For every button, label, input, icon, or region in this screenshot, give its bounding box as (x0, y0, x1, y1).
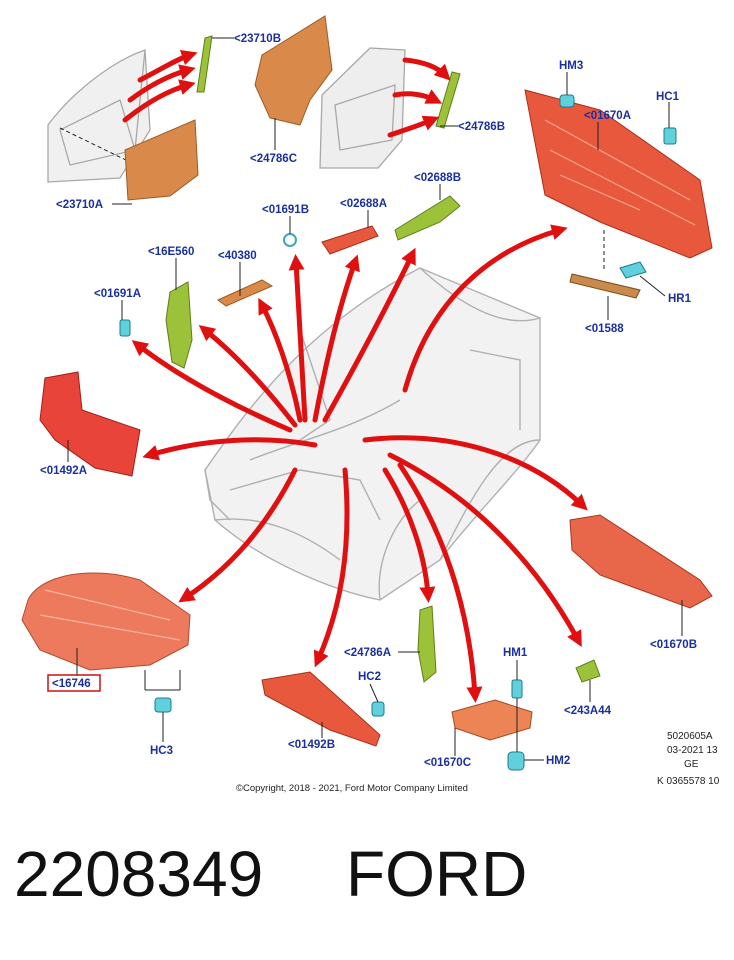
seal-24786b (435, 71, 461, 129)
clip-hc3 (154, 697, 172, 713)
label-hm2: HM2 (546, 755, 570, 767)
clip-hm2 (507, 751, 525, 771)
meta-ref: K 0365578 10 (657, 776, 720, 787)
insulator-01588 (569, 273, 641, 299)
leader-lines (67, 37, 683, 761)
arrow-to-23710b-3 (122, 79, 196, 123)
arrow-to-16746 (178, 467, 298, 603)
insulator-16746 (21, 572, 191, 671)
label-02688b: <02688B (414, 172, 461, 184)
clip-01691a (119, 319, 131, 337)
label-hm3: HM3 (559, 60, 583, 72)
arrow-to-40380 (258, 297, 303, 423)
arrow-to-02688b (322, 247, 416, 423)
arrow-to-16e560 (198, 325, 298, 428)
seal-24786a (417, 605, 437, 683)
arrow-to-24786b (402, 57, 451, 81)
clip-01691b (283, 233, 297, 247)
insulator-02688a (321, 225, 379, 255)
arrow-to-01670a (402, 224, 568, 393)
meta-date: 03-2021 13 (667, 745, 718, 756)
insulator-16e560 (165, 281, 193, 369)
bracket-40380 (217, 279, 274, 307)
label-40380: <40380 (218, 250, 257, 262)
arrow-to-24786b-2 (392, 89, 443, 104)
arrow-to-02688a (312, 254, 360, 423)
label-01691b: <01691B (262, 204, 309, 216)
label-01492b: <01492B (288, 739, 335, 751)
highlight-box-16746 (47, 674, 101, 692)
arrow-to-23710b (137, 49, 198, 83)
arrow-to-01670c (397, 462, 483, 703)
part-labels: <23710B <24786C <24786B <23710A HM3 HC1 … (40, 33, 697, 769)
label-24786c: <24786C (250, 153, 297, 165)
arrow-to-243a44 (387, 452, 582, 648)
insulator-02688b (394, 195, 461, 241)
label-hc1: HC1 (656, 91, 680, 103)
label-01492a: <01492A (40, 465, 87, 477)
arrow-to-01691b (288, 254, 308, 423)
insulator-24786c (254, 15, 333, 126)
label-16e560: <16E560 (148, 246, 194, 258)
label-02688a: <02688A (340, 198, 387, 210)
clip-hc1 (663, 127, 677, 145)
label-01670a: <01670A (584, 110, 631, 122)
part-number: 2208349 (14, 838, 264, 910)
arrow-to-01492a (142, 437, 318, 461)
vehicle-body-shell (204, 267, 541, 601)
diagram-meta: 5020605A 03-2021 13 GE K 0365578 10 (657, 731, 720, 787)
meta-code: 5020605A (667, 731, 713, 742)
insulator-01492b (261, 671, 381, 747)
insulator-01670c (451, 699, 533, 741)
label-01691a: <01691A (94, 288, 141, 300)
label-01670c: <01670C (424, 757, 471, 769)
label-24786b: <24786B (458, 121, 505, 133)
label-16746: <16746 (52, 678, 91, 690)
seal-23710b (196, 35, 213, 93)
label-23710b: <23710B (234, 33, 281, 45)
arrow-to-01691a (131, 340, 293, 433)
copyright-notice: ©Copyright, 2018 - 2021, Ford Motor Comp… (236, 783, 468, 794)
arrow-to-23710b-2 (127, 64, 196, 103)
label-24786a: <24786A (344, 647, 391, 659)
label-hr1: HR1 (668, 293, 692, 305)
red-arrows (122, 49, 588, 703)
clip-hr1 (619, 261, 647, 279)
clip-243a44 (575, 659, 601, 683)
label-hm1: HM1 (503, 647, 528, 659)
front-door-frame (47, 49, 151, 183)
arrow-to-24786b-3 (387, 115, 440, 138)
arrow-to-01492b (313, 467, 350, 668)
label-hc3: HC3 (150, 745, 173, 757)
label-01670b: <01670B (650, 639, 697, 651)
arrow-to-01670b (362, 435, 588, 511)
label-01588: <01588 (585, 323, 624, 335)
clip-hm1 (511, 679, 523, 699)
insulator-01492a (39, 371, 141, 477)
insulator-01670b (569, 514, 713, 609)
label-23710a: <23710A (56, 199, 103, 211)
label-hc2: HC2 (358, 671, 381, 683)
insulator-23710a (124, 119, 199, 201)
arrow-to-24786a (382, 467, 436, 603)
brand-name: FORD (346, 838, 528, 910)
label-243a44: <243A44 (564, 705, 612, 717)
clip-hc2 (371, 701, 385, 717)
meta-region: GE (684, 759, 699, 770)
rear-door-frame (319, 47, 406, 169)
clip-hm3 (559, 94, 575, 108)
dash-panel-01670a (524, 89, 713, 259)
